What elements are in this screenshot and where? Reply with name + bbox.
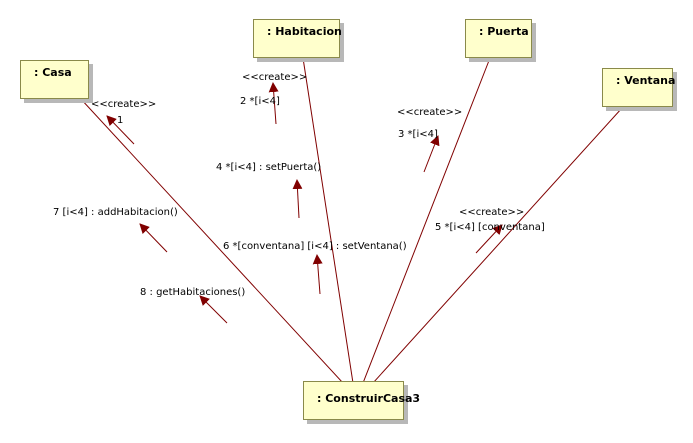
object-ventana[interactable]: : Ventana xyxy=(602,68,675,107)
label-create-puerta: <<create>> xyxy=(397,107,463,118)
label-message-2: 2 *[i<4] xyxy=(240,96,280,107)
link-puerta xyxy=(362,57,491,384)
label-create-casa: <<create>> xyxy=(91,99,157,110)
arrow-get-habitaciones xyxy=(199,295,228,324)
arrow-create-puerta xyxy=(423,135,440,173)
link-casa xyxy=(79,97,344,384)
object-casa[interactable]: : Casa xyxy=(20,60,89,99)
object-habitacion[interactable]: : Habitacion xyxy=(253,19,342,58)
link-habitacion xyxy=(302,57,354,384)
object-puerta[interactable]: : Puerta xyxy=(465,19,532,58)
label-message-7: 7 [i<4] : addHabitacion() xyxy=(53,207,178,218)
link-ventana xyxy=(372,107,623,384)
arrow-create-casa xyxy=(106,115,135,145)
label-create-ventana: <<create>> xyxy=(459,207,525,218)
arrow-create-ventana xyxy=(475,224,503,254)
label-message-5: 5 *[i<4] [conventana] xyxy=(435,222,545,233)
arrow-create-habitacion xyxy=(268,82,279,125)
label-message-6: 6 *[conventana] [i<4] : setVentana() xyxy=(223,241,407,252)
object-construir-casa3[interactable]: : ConstruirCasa3 xyxy=(303,381,420,420)
arrow-set-puerta xyxy=(292,179,303,219)
arrow-add-habitacion xyxy=(139,223,168,253)
label-message-3: 3 *[i<4] xyxy=(398,129,438,140)
label-message-4: 4 *[i<4] : setPuerta() xyxy=(216,162,322,173)
arrow-set-ventana xyxy=(312,254,323,295)
label-create-habitacion: <<create>> xyxy=(242,72,308,83)
label-create-casa-number: 1 xyxy=(117,115,124,126)
label-message-8: 8 : getHabitaciones() xyxy=(140,287,246,298)
